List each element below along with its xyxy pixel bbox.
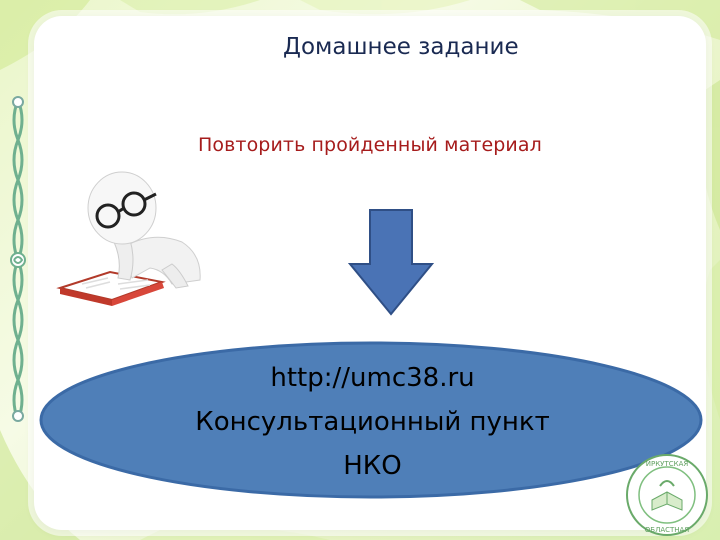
info-oval-text: http://umc38.ru Консультационный пункт Н… [0, 356, 720, 488]
reading-man-icon [56, 171, 201, 306]
svg-text:ИРКУТСКАЯ: ИРКУТСКАЯ [646, 460, 689, 468]
oval-line-consultation: Консультационный пункт [195, 407, 550, 437]
info-oval [39, 341, 703, 499]
oval-link[interactable]: http://umc38.ru [270, 363, 475, 393]
oval-line-nko: НКО [343, 451, 402, 481]
page-title: Домашнее задание [0, 34, 720, 60]
page-subtitle: Повторить пройденный материал [198, 134, 542, 156]
emblem-icon: ИРКУТСКАЯ ОБЛАСТНАЯ [626, 454, 708, 536]
rope-decoration [10, 96, 26, 422]
arrow-down-icon [348, 209, 434, 316]
page-title-text: Домашнее задание [283, 34, 519, 60]
svg-text:ОБЛАСТНАЯ: ОБЛАСТНАЯ [645, 526, 690, 534]
